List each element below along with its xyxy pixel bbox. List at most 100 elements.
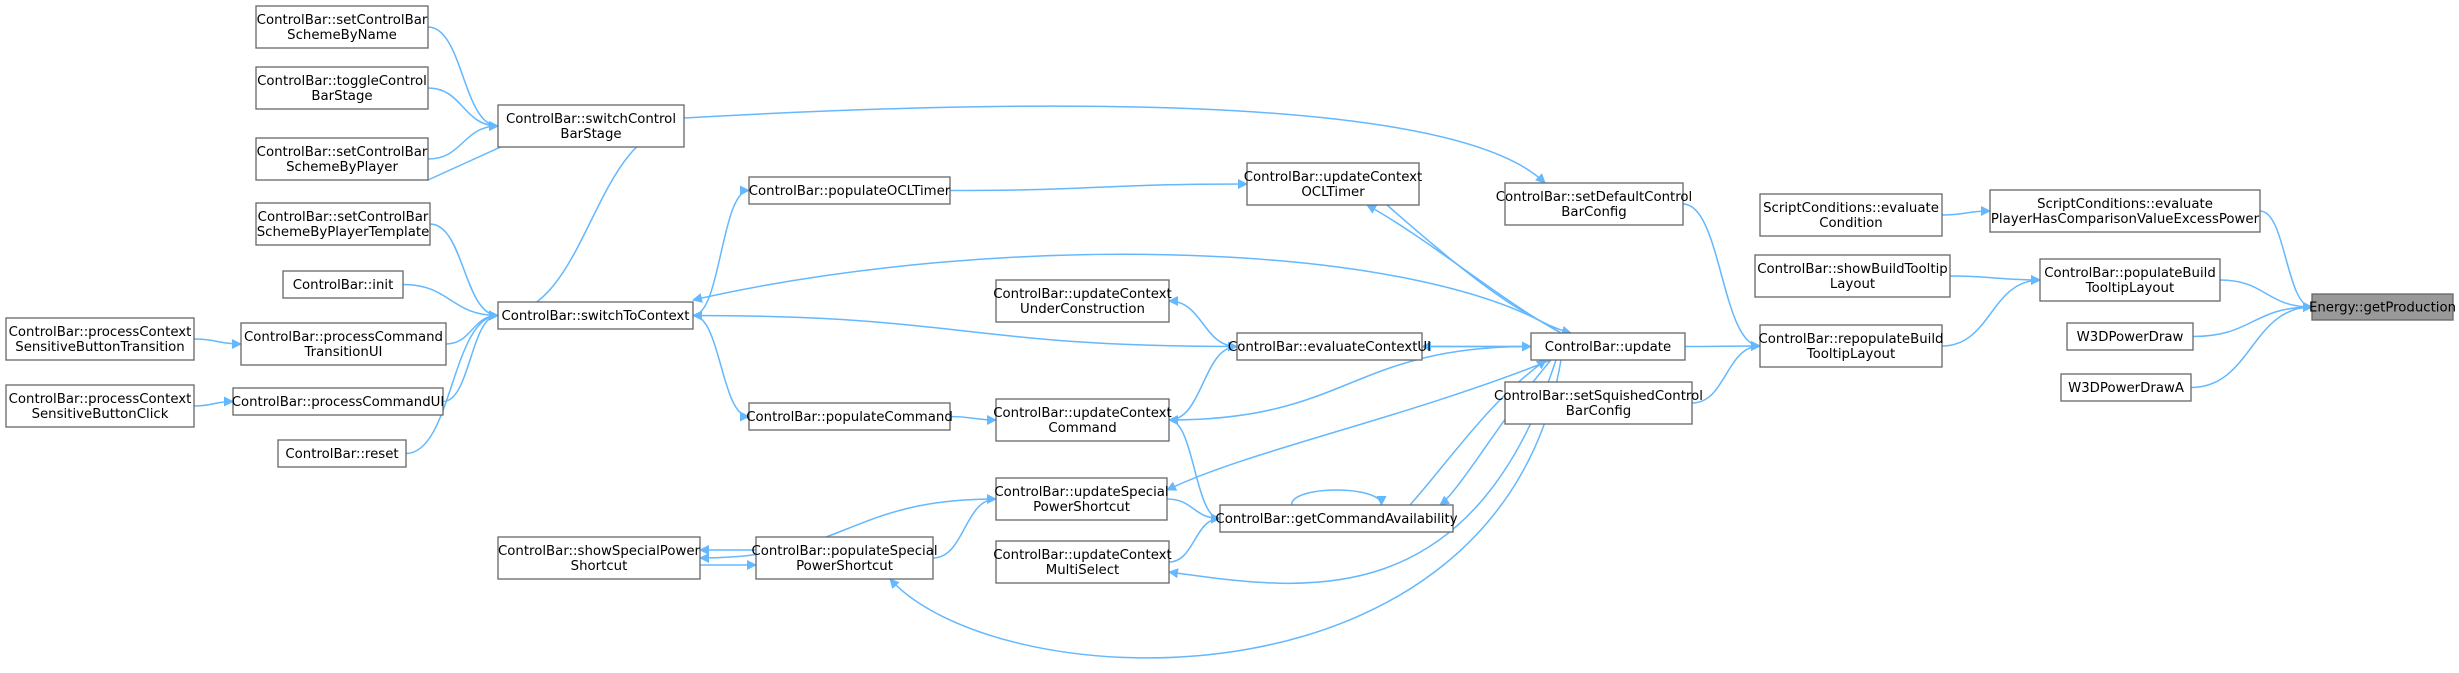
node-label: Condition [1819, 216, 1882, 231]
edge-update-to-updms [1168, 359, 1557, 585]
node-getproduction[interactable]: Energy::getProduction [2309, 293, 2456, 321]
node-label: SensitiveButtonClick [32, 407, 169, 422]
edge-line [949, 414, 997, 425]
node-label: BarStage [560, 127, 621, 142]
edge-updcmd-to-evalctx [1168, 341, 1238, 421]
edge-line [692, 314, 750, 422]
node-box [255, 202, 431, 246]
node-reset[interactable]: ControlBar::reset [277, 439, 407, 468]
node-label: ControlBar::processCommandUI [232, 395, 445, 410]
node-procctxclick[interactable]: ControlBar::processContextSensitiveButto… [5, 384, 195, 428]
edge-line [1290, 489, 1387, 506]
edge-line [692, 253, 1562, 334]
edge-togglestage-to-switchstage [427, 87, 499, 131]
edge-popocltimer-to-updocltimer [949, 179, 1248, 192]
node-label: PlayerHasComparisonValueExcessPower [1991, 212, 2260, 227]
node-label: ControlBar::repopulateBuild [1759, 332, 1944, 347]
edge-procctxtrans-to-proccmdtrans [193, 338, 242, 349]
node-label: BarStage [311, 89, 372, 104]
node-box [1246, 162, 1420, 206]
node-box [497, 301, 694, 330]
edge-switchstage-to-setdefault [683, 105, 1546, 184]
node-label: ControlBar::getCommandAvailability [1215, 512, 1457, 527]
node-popcmd[interactable]: ControlBar::populateCommand [746, 402, 953, 431]
node-init[interactable]: ControlBar::init [282, 270, 404, 299]
edge-update-to-popsps [889, 359, 1562, 659]
edge-init-to-switchctx [402, 283, 499, 321]
node-box [277, 439, 407, 468]
node-label: W3DPowerDraw [2077, 330, 2184, 345]
node-label: ControlBar::processCommand [244, 330, 443, 345]
node-label: ScriptConditions::evaluate [1763, 201, 1939, 216]
edge-setbyplayer-to-switchstage [427, 121, 499, 160]
node-box [240, 322, 447, 366]
node-label: ControlBar::populateOCLTimer [749, 184, 951, 199]
node-box [282, 270, 404, 299]
node-box [748, 176, 951, 205]
node-label: ControlBar::switchControl [506, 112, 676, 127]
node-procctxtrans[interactable]: ControlBar::processContextSensitiveButto… [5, 317, 195, 361]
node-box [995, 279, 1170, 323]
node-box [2066, 322, 2194, 351]
node-box [1989, 189, 2261, 233]
node-box [1219, 504, 1454, 533]
node-evalctx[interactable]: ControlBar::evaluateContextUI [1228, 332, 1431, 361]
edge-line [429, 223, 499, 321]
edge-line [1386, 204, 1572, 336]
edge-line [1691, 341, 1761, 404]
edge-updocltimer-to-update [1386, 204, 1572, 336]
node-update[interactable]: ControlBar::update [1530, 332, 1686, 361]
edge-update-to-updcmd [1168, 345, 1532, 425]
node-label: ControlBar::switchToContext [501, 309, 689, 324]
edge-evalplayercomp-to-getproduction [2259, 210, 2313, 312]
node-switchctx[interactable]: ControlBar::switchToContext [497, 301, 694, 330]
node-w3dpd[interactable]: W3DPowerDraw [2066, 322, 2194, 351]
node-label: ControlBar::toggleControl [257, 74, 427, 89]
edge-update-to-switchctx [692, 253, 1562, 334]
node-label: ControlBar::showBuildTooltip [1757, 262, 1947, 277]
node-proccmdui[interactable]: ControlBar::processCommandUI [232, 387, 445, 416]
edge-repopbuild-to-populatebuild [1941, 275, 2041, 347]
node-popocltimer[interactable]: ControlBar::populateOCLTimer [748, 176, 951, 205]
node-box [5, 384, 195, 428]
node-label: SchemeByName [287, 28, 397, 43]
node-box [748, 402, 951, 431]
edge-line [692, 310, 1238, 348]
node-box [995, 540, 1170, 584]
edge-line [2190, 302, 2313, 389]
node-label: BarConfig [1566, 404, 1631, 419]
node-getcmdavail[interactable]: ControlBar::getCommandAvailability [1215, 504, 1458, 533]
edge-evalctx-to-upduc [1168, 296, 1238, 348]
edge-line [193, 396, 234, 407]
node-box [995, 398, 1170, 442]
edge-switchctx-to-popcmd [692, 314, 750, 422]
edge-switchstage-to-switchctx [497, 125, 685, 321]
node-box [232, 387, 444, 416]
node-evalplayercomp[interactable]: ScriptConditions::evaluatePlayerHasCompa… [1989, 189, 2261, 233]
node-w3dpda[interactable]: W3DPowerDrawA [2060, 373, 2192, 402]
edge-line [427, 121, 499, 160]
node-label: PowerShortcut [796, 559, 893, 574]
edge-showbuild-to-populatebuild [1949, 274, 2041, 285]
node-upduc[interactable]: ControlBar::updateContextUnderConstructi… [993, 279, 1172, 323]
node-setbytemplate[interactable]: ControlBar::setControlBarSchemeByPlayerT… [255, 202, 431, 246]
node-box [5, 317, 195, 361]
edge-update-to-updsps [1166, 359, 1552, 491]
